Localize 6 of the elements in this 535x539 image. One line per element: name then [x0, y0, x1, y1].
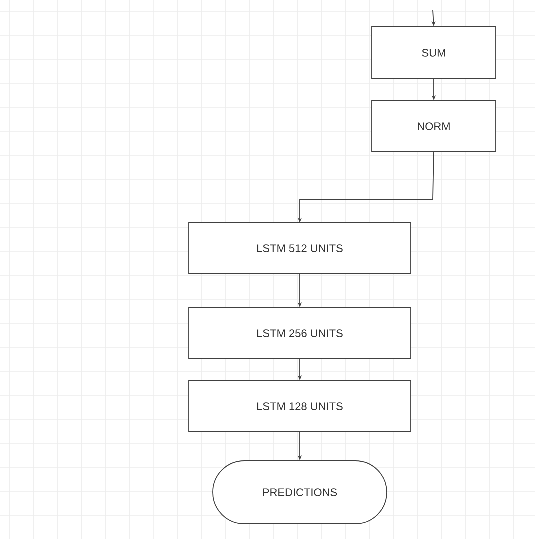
- process-box: LSTM 256 UNITS: [188, 308, 412, 360]
- process-box: NORM: [372, 100, 496, 152]
- process-box: LSTM 512 UNITS: [188, 222, 412, 274]
- process-box: LSTM 128 UNITS: [188, 380, 412, 432]
- process-box: SUM: [372, 26, 496, 80]
- terminal-pill: PREDICTIONS: [212, 460, 388, 524]
